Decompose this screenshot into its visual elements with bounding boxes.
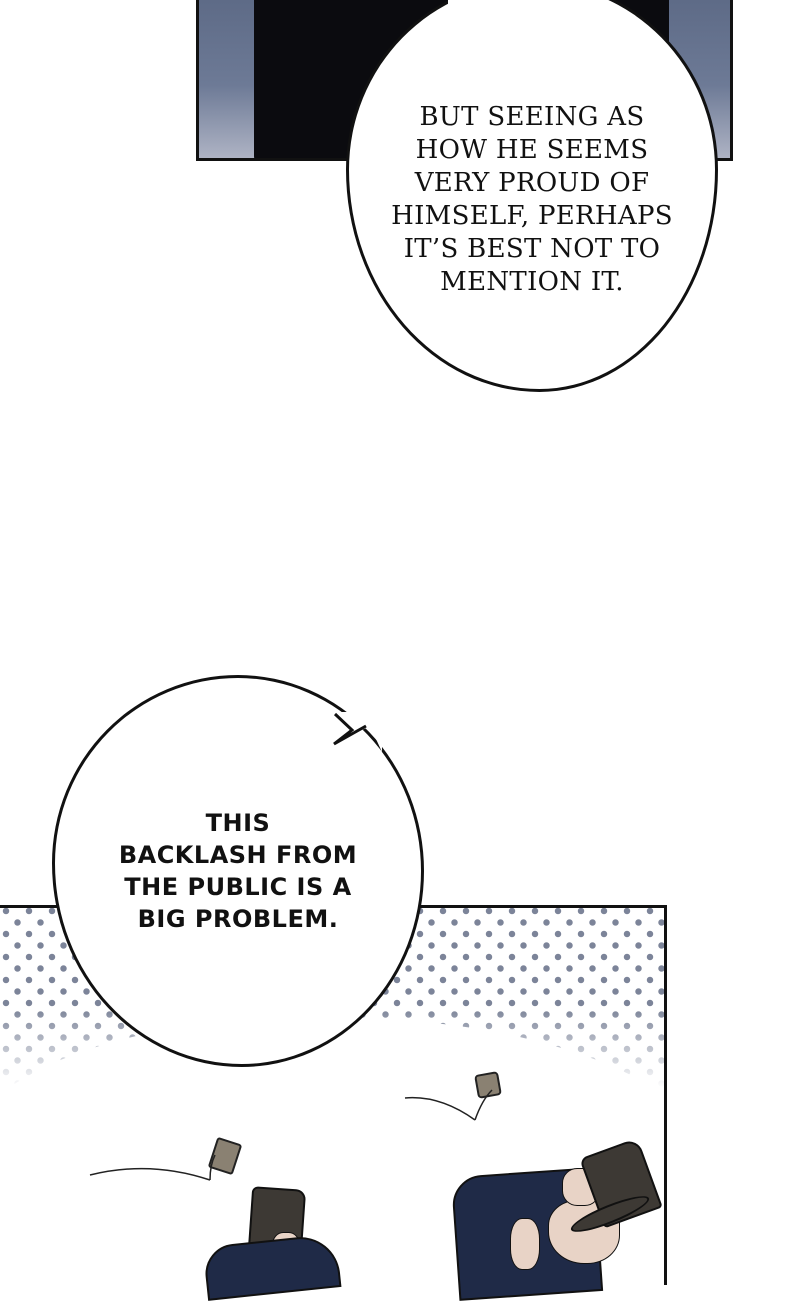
speech-tail-top: [448, 0, 498, 14]
speech-bubble-bottom: THIS BACKLASH FROM THE PUBLIC IS A BIG P…: [52, 675, 424, 1067]
speech-line: VERY PROUD OF: [414, 168, 650, 198]
speech-tail-bottom: [330, 712, 382, 752]
speech-line: THE PUBLIC IS A: [124, 873, 352, 901]
speech-line: HOW HE SEEMS: [415, 135, 649, 165]
speech-line: MENTION IT.: [440, 267, 624, 297]
speech-line: BACKLASH FROM: [118, 841, 358, 869]
motion-lines: [89, 1089, 493, 1181]
speech-line: BUT SEEING AS: [419, 102, 645, 132]
speech-text-bottom: THIS BACKLASH FROM THE PUBLIC IS A BIG P…: [119, 807, 357, 935]
hand-right-chest: [510, 1218, 540, 1270]
speech-line: IT’S BEST NOT TO: [403, 234, 661, 264]
speech-line: HIMSELF, PERHAPS: [391, 201, 673, 231]
speech-line: THIS: [205, 809, 271, 837]
speech-bubble-top: BUT SEEING AS HOW HE SEEMS VERY PROUD OF…: [346, 0, 718, 392]
speech-text-top: BUT SEEING AS HOW HE SEEMS VERY PROUD OF…: [391, 101, 673, 299]
speech-line: BIG PROBLEM.: [137, 905, 339, 933]
